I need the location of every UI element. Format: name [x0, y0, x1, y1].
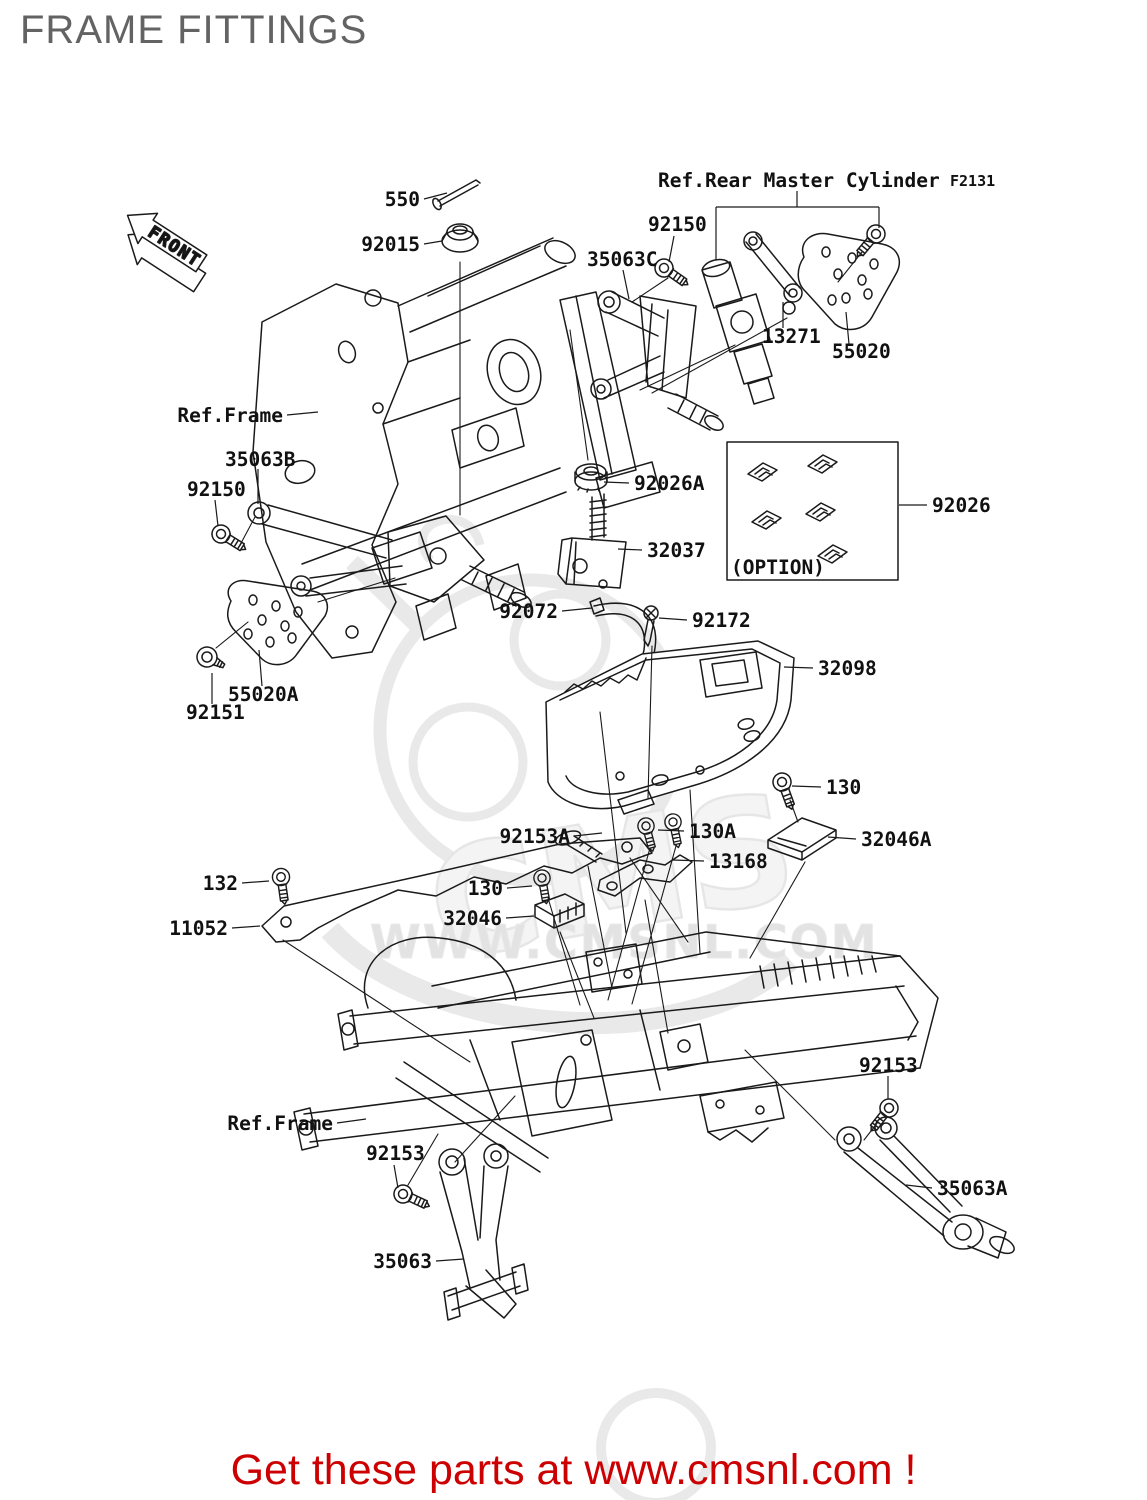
label-ref-rear-master-cylinder: Ref.Rear Master Cylinder — [658, 169, 940, 192]
rear-master-cylinder-art — [701, 258, 775, 405]
damper-32046-art — [534, 893, 585, 929]
label-32098: 32098 — [818, 657, 877, 680]
stud-32037-art — [557, 493, 627, 589]
option-box — [726, 441, 899, 581]
label-ref-frame-top: Ref.Frame — [177, 404, 283, 427]
label-130-right: 130 — [826, 776, 861, 799]
label-32046: 32046 — [443, 907, 502, 930]
label-92072: 92072 — [499, 600, 558, 623]
leader-lines — [211, 191, 933, 1262]
front-arrow: FRONT — [126, 212, 208, 293]
label-32037: 32037 — [647, 539, 706, 562]
part-labels: 550 92015 92150 35063C Ref.Rear Master C… — [169, 169, 1007, 1273]
label-ref-frame-bottom: Ref.Frame — [227, 1112, 333, 1135]
plate-55020a-art — [192, 579, 329, 676]
label-55020: 55020 — [832, 340, 891, 363]
label-35063: 35063 — [373, 1250, 432, 1273]
label-92026a: 92026A — [634, 472, 705, 495]
label-32046a: 32046A — [861, 828, 932, 851]
assembly-lines — [215, 251, 879, 1186]
watermark-url-text: WWW.CMSNL.COM — [370, 915, 879, 969]
label-92015: 92015 — [361, 233, 420, 256]
label-13168: 13168 — [709, 850, 768, 873]
plate-11052-art — [261, 837, 653, 943]
label-92153a: 92153A — [500, 825, 571, 848]
label-11052: 11052 — [169, 917, 228, 940]
label-130a: 130A — [689, 820, 736, 843]
bracket-35063c-art — [590, 254, 724, 431]
bracket-35063a-art — [836, 1094, 1015, 1259]
label-option: (OPTION) — [731, 556, 825, 579]
bracket-13168-art — [597, 854, 693, 897]
rear-frame-art — [293, 931, 939, 1173]
label-130-mid: 130 — [468, 877, 503, 900]
front-frame-art — [252, 237, 661, 659]
label-92172: 92172 — [692, 609, 751, 632]
page-title: FRAME FITTINGS — [20, 8, 368, 52]
label-35063a: 35063A — [937, 1177, 1008, 1200]
label-92150-left: 92150 — [187, 478, 246, 501]
tray-32098-art — [545, 640, 795, 815]
screw-92172-art — [643, 605, 659, 647]
plate-55020-art — [797, 220, 901, 331]
label-92026: 92026 — [932, 494, 991, 517]
damper-32046a-art — [767, 817, 837, 861]
label-13271: 13271 — [762, 325, 821, 348]
label-92150-top: 92150 — [648, 213, 707, 236]
label-92151: 92151 — [186, 701, 245, 724]
label-92153-bottom-left: 92153 — [366, 1142, 425, 1165]
nut-92015-art — [441, 223, 479, 253]
bracket-35063b-art — [207, 501, 532, 609]
bolt-550-art — [432, 179, 481, 211]
label-figure-code: F2131 — [950, 172, 995, 190]
footer-cta-link[interactable]: Get these parts at www.cmsnl.com ! — [230, 1446, 917, 1494]
label-92153-right: 92153 — [859, 1054, 918, 1077]
label-35063b: 35063B — [225, 448, 296, 471]
bracket-35063-art — [390, 1143, 529, 1321]
rod-13271-art — [743, 231, 803, 315]
label-35063c: 35063C — [587, 248, 657, 271]
label-132: 132 — [203, 872, 238, 895]
washer-92026a-art — [574, 463, 608, 493]
label-55020a: 55020A — [228, 683, 299, 706]
label-550: 550 — [385, 188, 420, 211]
